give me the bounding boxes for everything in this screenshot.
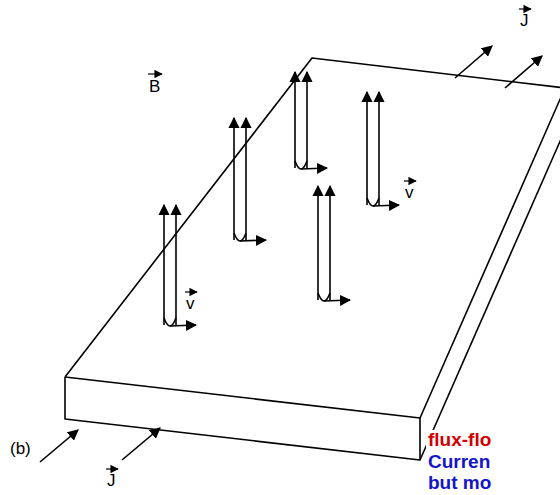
flux-line bbox=[318, 186, 350, 301]
field-symbol: B bbox=[149, 78, 160, 97]
note-text: but mo bbox=[426, 473, 493, 494]
vector-bar bbox=[106, 468, 118, 469]
flux-flow-heading: flux-flo bbox=[426, 430, 493, 451]
velocity-symbol: v bbox=[405, 184, 414, 203]
slab-front-face bbox=[65, 377, 420, 460]
slab-top-edge bbox=[65, 58, 560, 377]
current-arrow bbox=[455, 46, 492, 78]
slab-side-edge bbox=[420, 130, 560, 460]
current-arrow bbox=[40, 430, 78, 462]
current-arrow bbox=[122, 428, 160, 460]
flux-line bbox=[164, 205, 196, 326]
vector-bar bbox=[185, 291, 197, 292]
velocity-symbol: v bbox=[186, 295, 195, 314]
panel-label: (b) bbox=[10, 440, 31, 459]
current-symbol: J bbox=[520, 12, 529, 31]
flux-line bbox=[234, 118, 266, 241]
flux-line bbox=[367, 92, 399, 206]
note-text: Curren bbox=[426, 452, 492, 473]
vector-bar bbox=[519, 8, 531, 9]
current-symbol: J bbox=[107, 472, 116, 491]
vector-bar bbox=[404, 180, 416, 181]
current-arrow bbox=[505, 56, 542, 88]
slab-front-edge bbox=[65, 88, 560, 418]
flux-line bbox=[295, 72, 327, 169]
vector-bar bbox=[148, 73, 162, 74]
